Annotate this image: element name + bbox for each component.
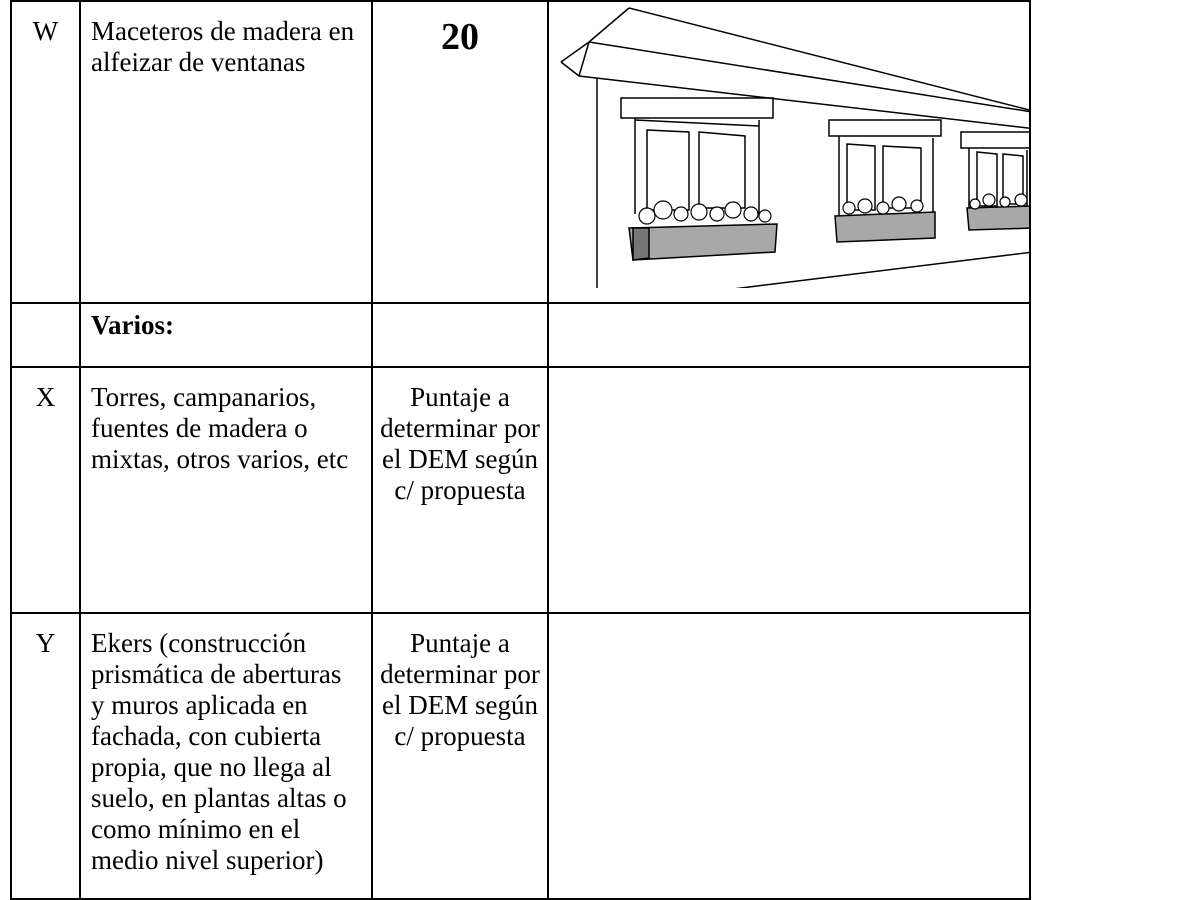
row-score — [371, 302, 549, 368]
row-score: 20 — [371, 0, 549, 304]
row-letter: W — [10, 0, 81, 304]
house-window-planters-illustration — [560, 7, 1028, 288]
illustration-cell — [547, 366, 1031, 614]
section-heading: Varios: — [79, 302, 373, 368]
illustration-cell — [547, 612, 1031, 900]
criteria-table: W Maceteros de madera en alfeizar de ven… — [10, 0, 1031, 900]
table-row: Y Ekers (construcción prismática de aber… — [10, 612, 1031, 900]
row-description: Maceteros de madera en alfeizar de venta… — [79, 0, 373, 304]
row-score: Puntaje a determinar por el DEM según c/… — [371, 612, 549, 900]
illustration-cell — [547, 302, 1031, 368]
row-letter: Y — [10, 612, 81, 900]
row-letter: X — [10, 366, 81, 614]
row-score: Puntaje a determinar por el DEM según c/… — [371, 366, 549, 614]
score-value: 20 — [441, 16, 479, 58]
table-row: W Maceteros de madera en alfeizar de ven… — [10, 0, 1031, 304]
illustration-cell — [547, 0, 1031, 304]
row-description: Ekers (construcción prismática de abertu… — [79, 612, 373, 900]
row-description: Torres, campanarios, fuentes de madera o… — [79, 366, 373, 614]
table-row: X Torres, campanarios, fuentes de madera… — [10, 366, 1031, 614]
table-row: Varios: — [10, 302, 1031, 368]
row-letter — [10, 302, 81, 368]
